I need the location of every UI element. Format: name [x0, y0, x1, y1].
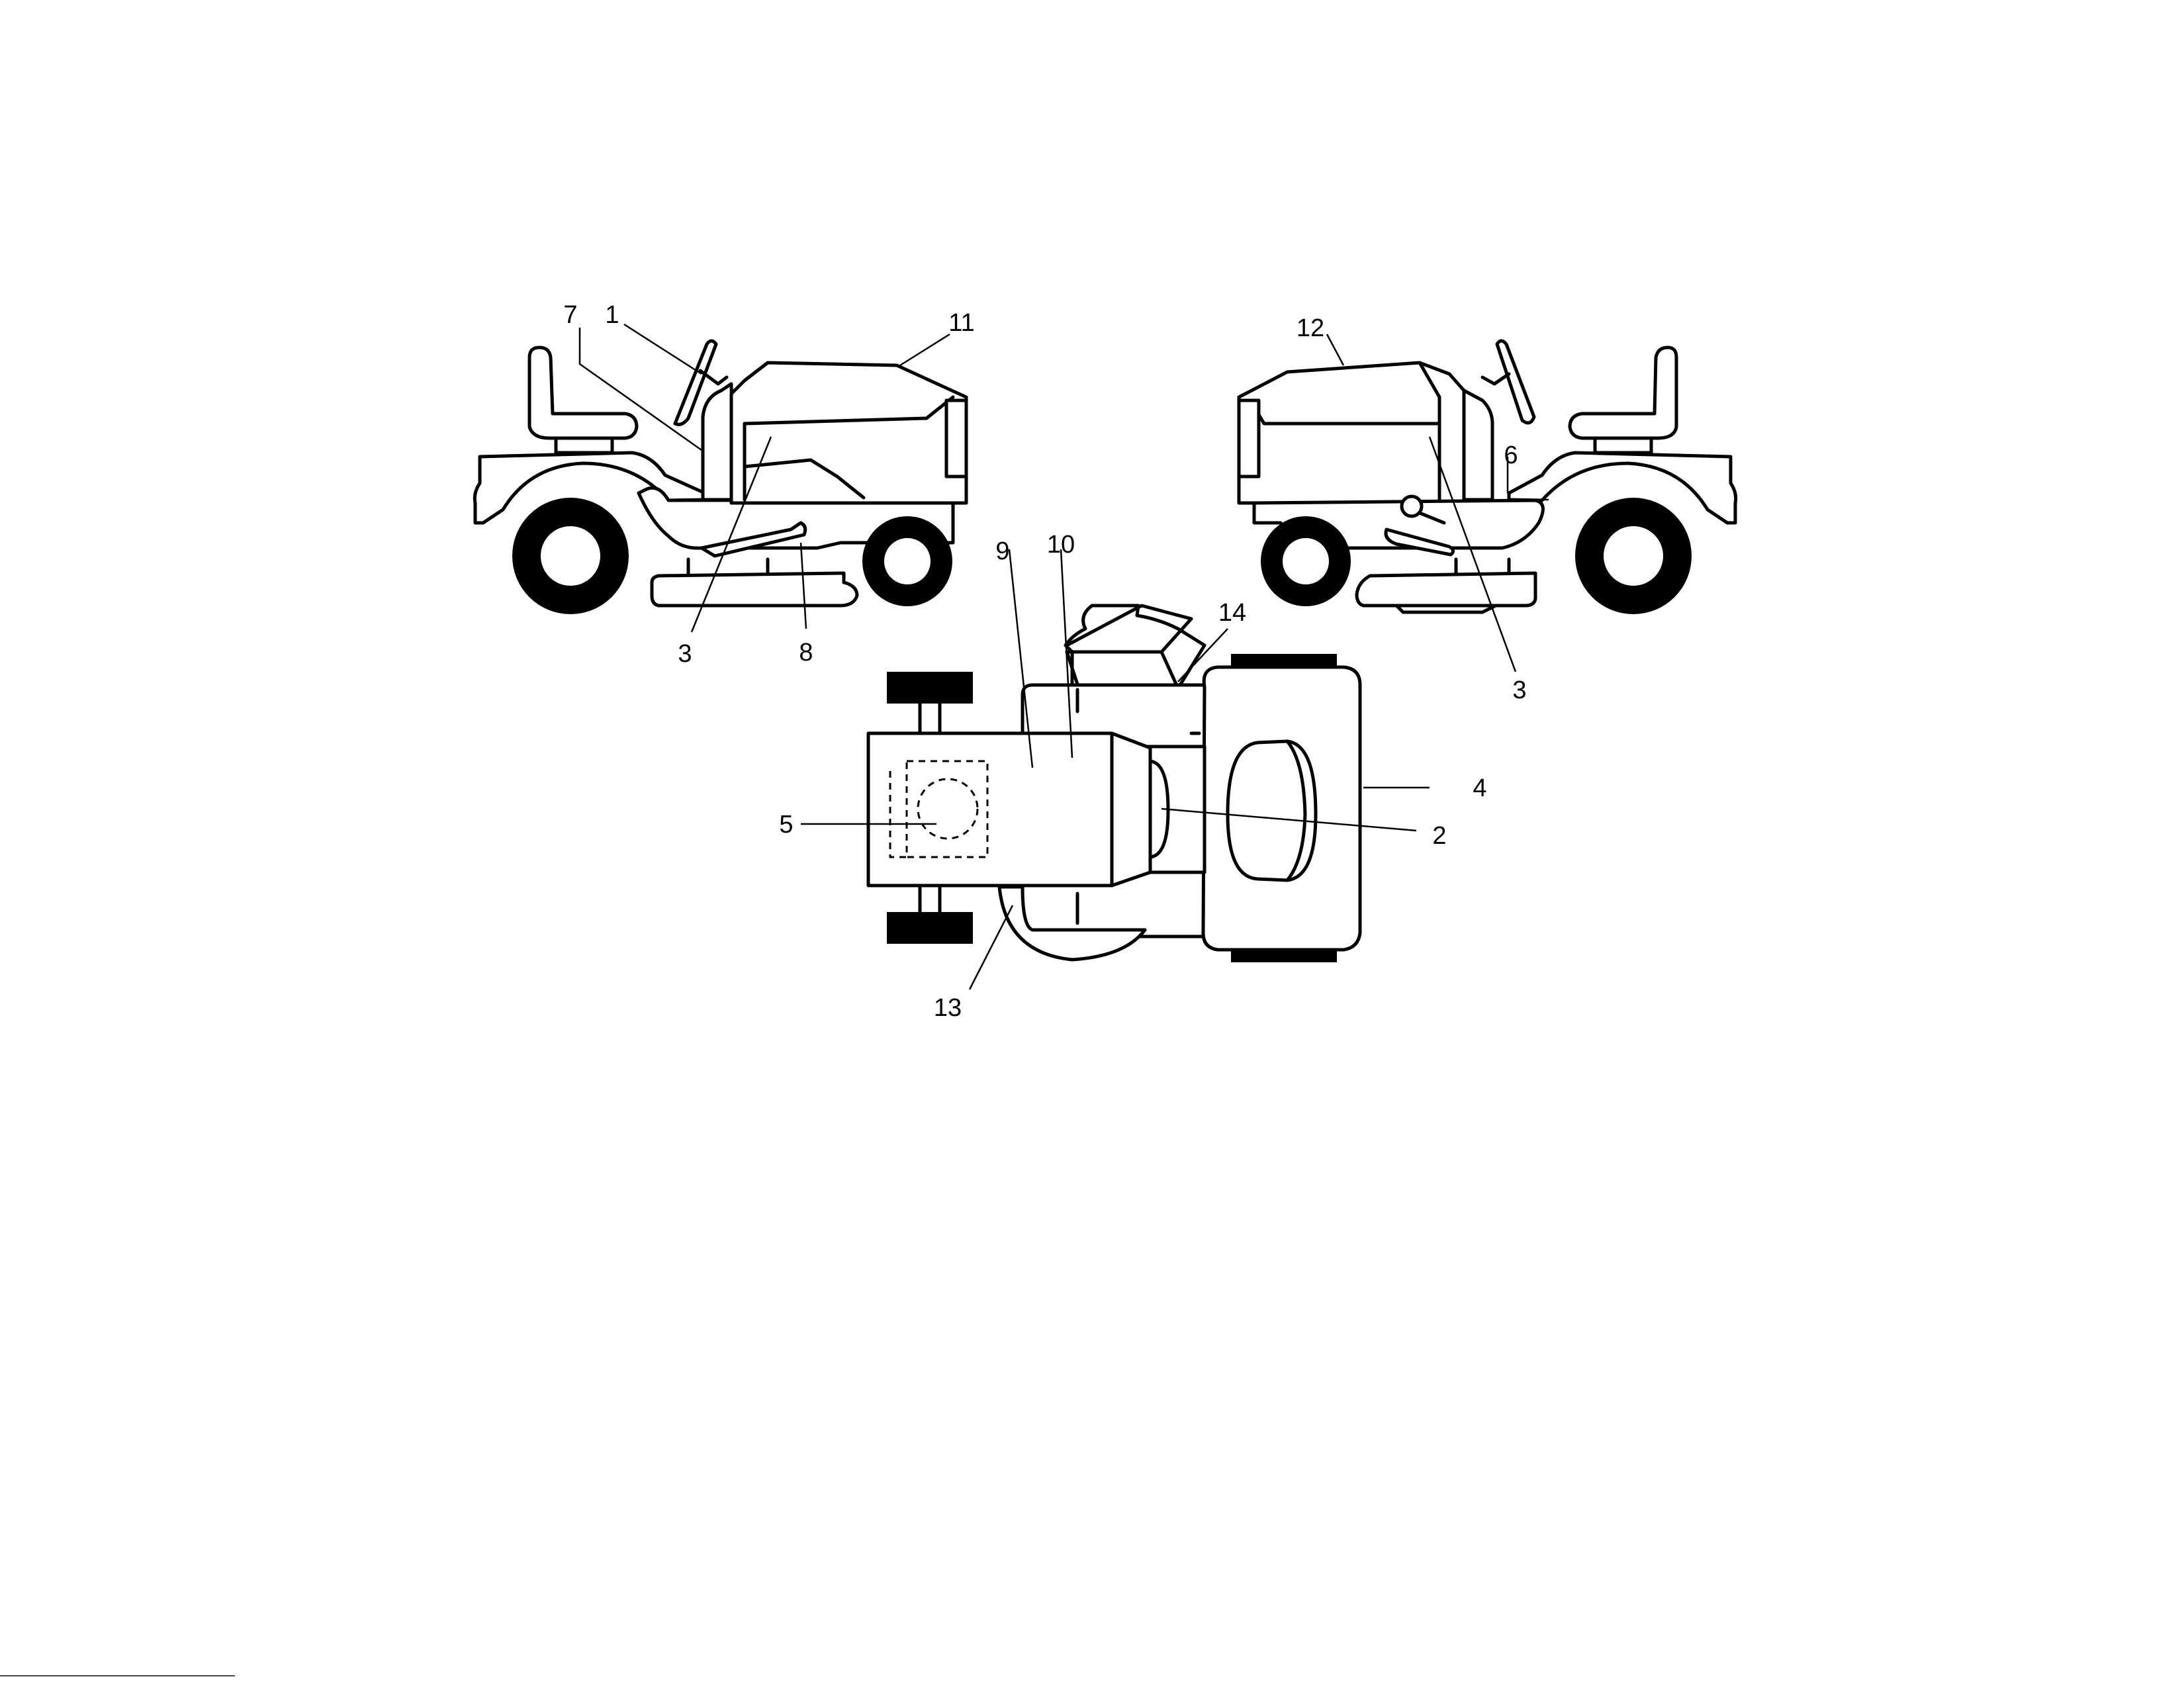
hood-top — [866, 731, 1152, 888]
front-tire-top-left — [887, 672, 973, 704]
steering-wheel-left — [673, 339, 718, 426]
callout-numbers: 7 1 11 3 8 12 6 3 9 10 14 5 4 2 13 — [563, 301, 1526, 1022]
callout-8: 8 — [799, 639, 813, 666]
callout-2: 2 — [1432, 822, 1446, 850]
rear-tire-top-right — [1231, 950, 1337, 962]
rear-fender-right — [1507, 451, 1738, 525]
callout-3-left: 3 — [678, 640, 692, 668]
mower-deck-right — [1355, 571, 1537, 608]
grille-right — [1237, 398, 1261, 479]
callout-1: 1 — [605, 301, 619, 329]
callout-5: 5 — [779, 811, 793, 839]
callout-6: 6 — [1504, 441, 1518, 469]
tractor-left-side-view — [473, 339, 968, 614]
tractor-top-view — [866, 604, 1362, 962]
callout-13: 13 — [934, 994, 962, 1022]
callout-12: 12 — [1297, 314, 1324, 342]
rear-fender-left — [473, 451, 707, 525]
seat-top — [1226, 739, 1318, 882]
steering-wheel-right — [1495, 339, 1536, 425]
seat-right — [1568, 345, 1678, 440]
callout-4: 4 — [1473, 774, 1486, 802]
callout-14: 14 — [1218, 599, 1246, 627]
callout-11: 11 — [948, 309, 974, 337]
dash-tower-left — [701, 382, 735, 502]
hood-left — [729, 361, 968, 505]
mower-deck-left — [650, 571, 859, 608]
grille-left — [944, 398, 968, 479]
tractor-right-side-view — [1237, 339, 1738, 614]
leader-lines — [578, 323, 1549, 990]
callout-3-right: 3 — [1512, 676, 1526, 704]
callout-9: 9 — [995, 537, 1009, 565]
seat-left — [527, 345, 639, 440]
front-tire-top-right — [887, 912, 973, 944]
seat-post-left — [554, 436, 614, 455]
callout-7: 7 — [563, 301, 577, 329]
callout-10: 10 — [1047, 531, 1075, 559]
rear-tire-top-left — [1231, 654, 1337, 666]
